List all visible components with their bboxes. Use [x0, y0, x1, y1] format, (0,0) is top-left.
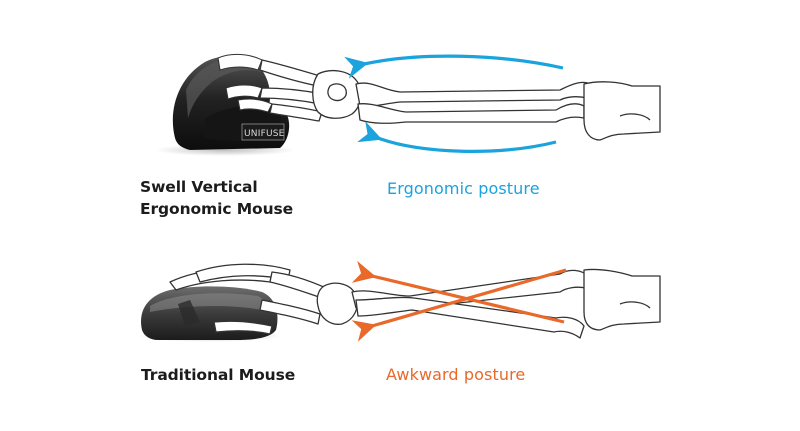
svg-text:UNIFUSE: UNIFUSE	[244, 129, 285, 139]
awkward-posture-caption: Awkward posture	[386, 365, 526, 384]
product-name-line-2: Ergonomic Mouse	[140, 200, 294, 218]
traditional-mouse-illustration	[138, 286, 282, 342]
swell-vertical-mouse-label: Swell Vertical Ergonomic Mouse	[140, 176, 293, 220]
top-arm-skeleton	[259, 59, 661, 141]
vertical-mouse-illustration: UNIFUSE	[155, 53, 295, 156]
ergonomic-posture-caption: Ergonomic posture	[387, 179, 540, 198]
ergonomic-arrows	[344, 54, 564, 153]
awkward-arrows	[351, 260, 567, 342]
product-name-line-1: Swell Vertical	[140, 178, 258, 196]
traditional-mouse-label: Traditional Mouse	[141, 366, 296, 384]
